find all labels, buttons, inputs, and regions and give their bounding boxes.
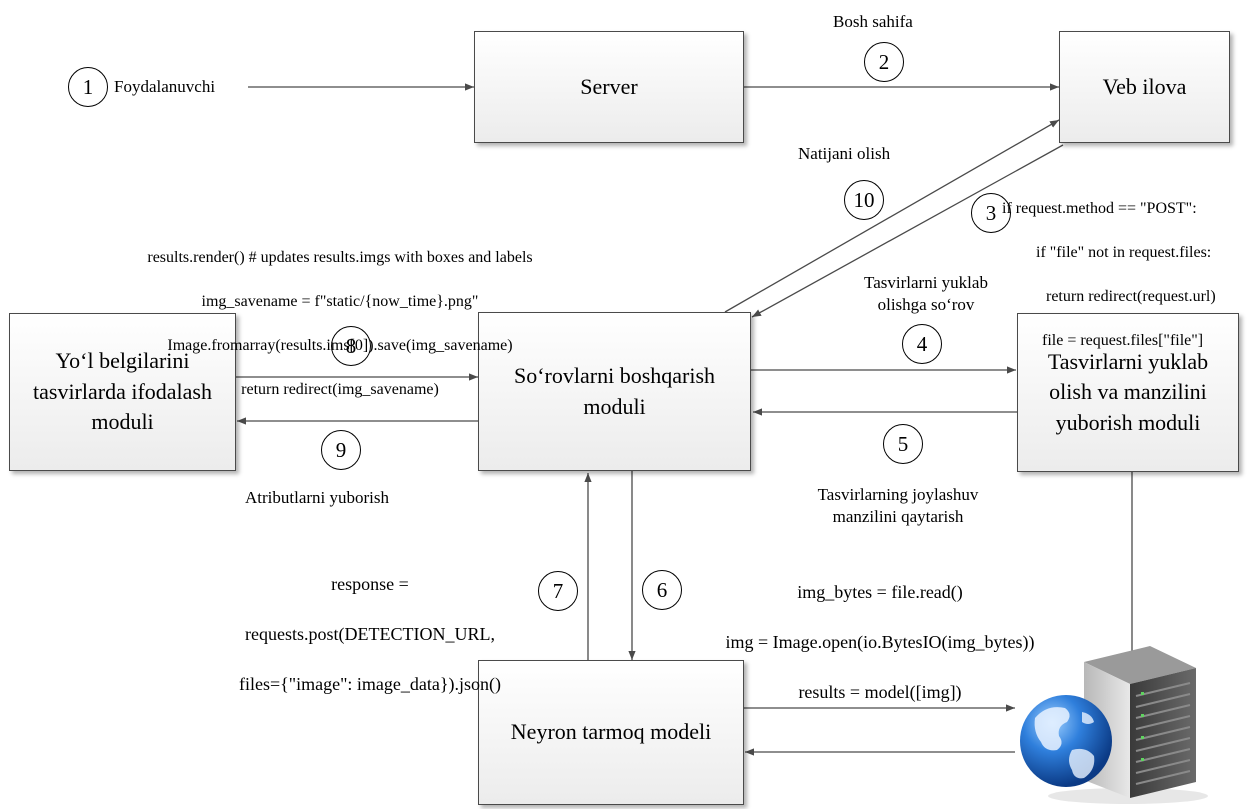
code-step6-line1: img_bytes = file.read() (797, 582, 963, 602)
step-number-4: 4 (902, 324, 942, 364)
image-request-label: Tasvirlarni yuklab olishga so‘rov (864, 273, 988, 314)
neural-model-box-label: Neyron tarmoq modeli (510, 719, 712, 745)
step-number-1: 1 (68, 67, 108, 107)
code-step3-line3: return redirect(request.url) (1046, 288, 1216, 305)
step-number-9: 9 (321, 430, 361, 470)
step-number-6: 6 (642, 570, 682, 610)
code-step8-line1: results.render() # updates results.imgs … (147, 249, 533, 266)
code-step8: results.render() # updates results.imgs … (90, 225, 590, 423)
server-globe-icon (1020, 646, 1208, 804)
user-label: Foydalanuvchi (114, 77, 216, 96)
step-number-2: 2 (864, 42, 904, 82)
image-location-label: Tasvirlarning joylashuv manzilini qaytar… (817, 485, 979, 526)
neural-model-box: Neyron tarmoq modeli (478, 660, 744, 805)
download-module-box: Tasvirlarni yuklab olish va manzilini yu… (1017, 313, 1239, 472)
code-step7: response = requests.post(DETECTION_URL, … (200, 547, 540, 722)
home-page-label: Bosh sahifa (833, 12, 913, 31)
sign-detection-box-label: Yo‘l belgilarini tasvirlarda ifodalash m… (33, 348, 212, 435)
code-step3: if request.method == "POST": if "file" n… (990, 176, 1240, 374)
code-step6-line2: img = Image.open(io.BytesIO(img_bytes)) (725, 632, 1035, 652)
web-app-box: Veb ilova (1059, 31, 1230, 143)
code-step8-line2: img_savename = f"static/{now_time}.png" (201, 293, 479, 310)
code-step3-line2: if "file" not in request.files: (1036, 244, 1212, 261)
code-step3-line4: file = request.files["file"] (1042, 332, 1204, 349)
code-step6-line3: results = model([img]) (798, 682, 962, 702)
code-step3-line1: if request.method == "POST": (1002, 200, 1197, 217)
code-step6: img_bytes = file.read() img = Image.open… (680, 555, 1080, 730)
get-result-label: Natijani olish (798, 144, 891, 163)
step-number-5: 5 (883, 424, 923, 464)
code-step8-line4: return redirect(img_savename) (241, 381, 439, 398)
arrow-webapp-to-request (751, 144, 1064, 318)
code-step7-line3: files={"image": image_data}).json() (238, 674, 502, 694)
web-app-box-label: Veb ilova (1102, 73, 1187, 99)
code-step7-line2: requests.post(DETECTION_URL, (245, 624, 495, 644)
step-number-3: 3 (971, 193, 1011, 233)
step-number-7: 7 (538, 571, 578, 611)
request-handler-box-label: So‘rovlarni boshqarish moduli (513, 363, 716, 419)
download-module-box-label: Tasvirlarni yuklab olish va manzilini yu… (1047, 348, 1209, 435)
arrow-result-to-webapp (724, 119, 1060, 313)
send-attributes-label: Atributlarni yuborish (245, 488, 390, 507)
request-handler-box: So‘rovlarni boshqarish moduli (478, 312, 751, 471)
server-box: Server (474, 31, 744, 143)
server-box-label: Server (580, 73, 638, 99)
code-step8-line3: Image.fromarray(results.ims[0]).save(img… (167, 337, 513, 354)
sign-detection-box: Yo‘l belgilarini tasvirlarda ifodalash m… (9, 313, 236, 471)
step-number-10: 10 (844, 180, 884, 220)
step-number-8: 8 (331, 326, 371, 366)
code-step7-line1: response = (331, 574, 409, 594)
